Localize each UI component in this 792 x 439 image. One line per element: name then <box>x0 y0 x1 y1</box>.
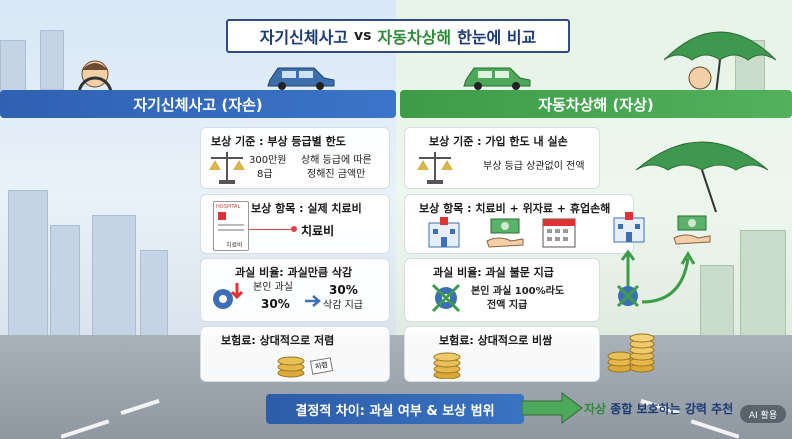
blue-car-icon <box>267 67 335 90</box>
left-premium-head: 보험료: 상대적으로 저렴 <box>221 334 335 347</box>
coin-stack-icon <box>433 352 461 379</box>
building <box>50 225 80 340</box>
left-premium-card: 보험료: 상대적으로 저렴 저렴 <box>200 326 390 382</box>
right-premium-head: 보험료: 상대적으로 비쌈 <box>439 334 553 347</box>
right-fault-line2: 전액 지급 <box>487 300 528 311</box>
scale-icon <box>417 152 453 184</box>
bottom-recommend: 자상 종합 보호하는 강력 추천 <box>584 400 733 417</box>
right-basis-head: 보상 기준 : 가입 한도 내 실손 <box>429 135 568 148</box>
building <box>92 215 136 340</box>
right-basis-card: 보상 기준 : 가입 한도 내 실손 부상 등급 상관없이 전액 <box>404 127 600 189</box>
lane-mark <box>60 419 110 439</box>
title-right: 자동차상해 <box>377 28 452 47</box>
doc-line <box>218 229 244 231</box>
left-basis-card: 보상 기준 : 부상 등급별 한도 300만원 8급 상해 등급에 따른 정해진… <box>200 127 390 189</box>
left-fault-card: 과실 비율: 과실만큼 삭감 본인 과실 30% 30% 삭감 지급 <box>200 258 390 322</box>
right-items-card: 보상 항목 : 치료비 + 위자료 + 휴업손해 <box>404 194 634 254</box>
doc-line <box>218 224 244 226</box>
building <box>700 265 734 340</box>
flow-arrows-icon <box>616 249 696 308</box>
coin-stack-icon <box>277 356 305 378</box>
title-left: 자기신체사고 <box>259 28 349 47</box>
lane-mark <box>120 398 160 416</box>
right-basis-desc: 부상 등급 상관없이 전액 <box>483 161 585 172</box>
left-fault-head: 과실 비율: 과실만큼 삭감 <box>235 266 353 279</box>
lane-mark <box>690 419 740 439</box>
medical-cross-icon <box>218 212 226 220</box>
left-items-card: 보상 항목 : 실제 치료비 HOSPITAL 치료비 치료비 <box>200 194 390 254</box>
umbrella-icon <box>635 141 769 213</box>
bottom-recommend-text: 종합 보호하는 강력 추천 <box>610 402 734 416</box>
left-items-callout: 치료비 <box>301 224 335 238</box>
bottom-summary-bar: 결정적 차이: 과실 여부 & 보상 범위 <box>266 394 524 424</box>
left-basis-head: 보상 기준 : 부상 등급별 한도 <box>211 135 346 148</box>
page-title: 자기신체사고 vs 자동차상해 한눈에 비교 <box>226 19 570 53</box>
right-banner: 자동차상해 (자상) <box>400 90 792 118</box>
document-footer: 치료비 <box>226 242 243 249</box>
hospital-icon <box>613 212 645 243</box>
cash-hand-icon <box>486 218 524 248</box>
left-items-head: 보상 항목 : 실제 치료비 <box>251 202 362 215</box>
right-premium-card: 보험료: 상대적으로 비쌈 <box>404 326 600 382</box>
hospital-document-icon: HOSPITAL 치료비 <box>213 201 249 251</box>
umbrella-icon <box>663 31 777 95</box>
crossed-gear-icon <box>431 283 461 313</box>
left-basis-desc2: 정해진 금액만 <box>307 169 366 180</box>
arrow-right-icon <box>305 295 321 307</box>
building <box>8 190 48 340</box>
gear-icon <box>213 283 244 309</box>
document-label: HOSPITAL <box>216 204 241 210</box>
right-items-head: 보상 항목 : 치료비 + 위자료 + 휴업손해 <box>419 202 611 215</box>
left-basis-desc1: 상해 등급에 따른 <box>301 155 372 166</box>
building <box>740 230 786 340</box>
cash-hand-icon <box>673 215 711 245</box>
building <box>40 30 64 90</box>
title-vs: vs <box>354 28 372 44</box>
arrow-right-icon <box>522 392 583 424</box>
ai-badge: AI 활용 <box>740 405 786 423</box>
left-fault-own: 본인 과실 <box>253 282 293 293</box>
left-basis-amount: 300만원 <box>249 155 287 166</box>
scale-icon <box>209 152 245 184</box>
bottom-recommend-highlight: 자상 <box>584 402 607 416</box>
title-suffix: 한눈에 비교 <box>457 28 537 47</box>
left-fault-own-pct: 30% <box>261 297 290 311</box>
hospital-icon <box>428 217 460 248</box>
building <box>140 250 168 340</box>
callout-dot <box>291 226 297 232</box>
left-basis-grade: 8급 <box>257 169 273 180</box>
right-fault-head: 과실 비율: 과실 불문 지급 <box>433 266 554 279</box>
left-fault-cut-pct: 30% <box>329 283 358 297</box>
right-fault-card: 과실 비율: 과실 불문 지급 본인 과실 100%라도 전액 지급 <box>404 258 600 322</box>
coin-stack-icon <box>607 333 655 373</box>
left-fault-cut-label: 삭감 지급 <box>323 300 363 311</box>
green-car-icon <box>463 67 531 90</box>
callout-line <box>249 229 293 230</box>
price-tag: 저렴 <box>309 357 333 375</box>
calendar-icon <box>542 218 576 248</box>
left-banner: 자기신체사고 (자손) <box>0 90 396 118</box>
right-fault-line1: 본인 과실 100%라도 <box>471 286 565 297</box>
